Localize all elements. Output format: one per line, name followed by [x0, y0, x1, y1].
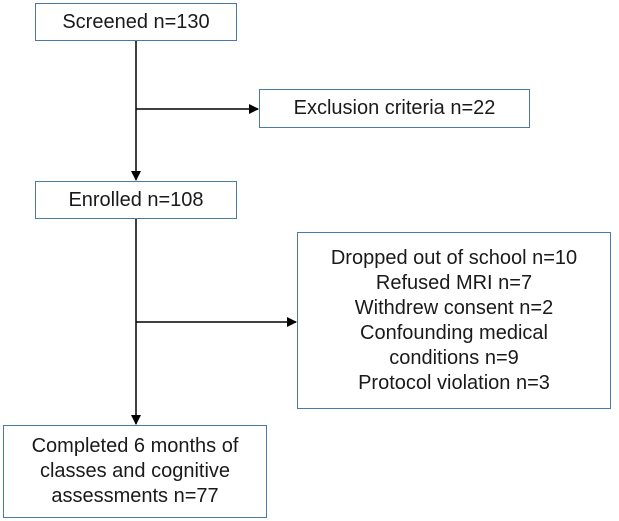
dropped-line-consent: Withdrew consent n=2 — [354, 296, 554, 319]
screened-label: Screened n=130 — [62, 10, 210, 33]
exclusion-box: Exclusion criteria n=22 — [259, 89, 530, 128]
dropped-box: Dropped out of school n=10 Refused MRI n… — [297, 232, 611, 409]
enrolled-label: Enrolled n=108 — [68, 188, 204, 211]
dropped-line-medical-1: Confounding medical — [360, 321, 548, 344]
dropped-line-medical-2: conditions n=9 — [389, 346, 519, 369]
exclusion-label: Exclusion criteria n=22 — [293, 97, 496, 119]
completed-line-1: Completed 6 months of — [31, 435, 239, 457]
completed-line-3: assessments n=77 — [51, 485, 219, 507]
screened-box: Screened n=130 — [35, 3, 237, 41]
dropped-line-mri: Refused MRI n=7 — [375, 271, 533, 294]
dropped-line-protocol: Protocol violation n=3 — [358, 371, 550, 394]
completed-line-2: classes and cognitive — [39, 460, 231, 482]
dropped-line-school: Dropped out of school n=10 — [330, 246, 578, 269]
enrolled-box: Enrolled n=108 — [35, 181, 237, 219]
completed-box: Completed 6 months of classes and cognit… — [3, 425, 267, 518]
